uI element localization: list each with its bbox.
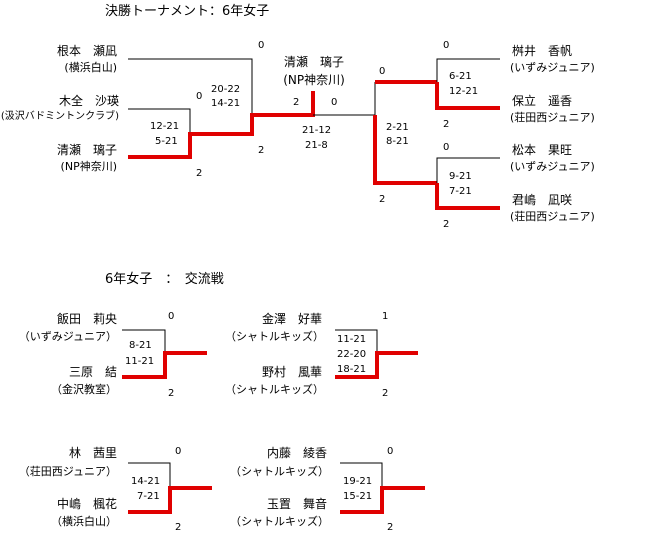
bracket-line: [128, 462, 171, 488]
match-score: 2: [382, 388, 389, 399]
player-club: （金沢教室）: [51, 383, 117, 396]
game-score: 8-21: [386, 136, 409, 147]
game-score: 19-21: [343, 476, 373, 487]
match-score: 2: [258, 145, 265, 156]
player-name: 君嶋 凪咲: [512, 193, 573, 207]
match-score: 2: [443, 219, 450, 230]
winner-line: [335, 351, 418, 379]
match-score: 2: [196, 168, 203, 179]
match-score: 2: [387, 522, 394, 533]
match-score: 2: [443, 119, 450, 130]
winner-line: [122, 351, 207, 379]
match-score: 1: [382, 311, 389, 322]
game-score: 5-21: [155, 136, 178, 147]
player-club: (NP神奈川): [60, 160, 117, 173]
game-score: 12-21: [150, 121, 180, 132]
bracket-line: [436, 58, 500, 82]
player-club: （いずみジュニア）: [18, 330, 117, 343]
game-score: 7-21: [449, 186, 472, 197]
game-score: 2-21: [386, 122, 409, 133]
bracket-line: [436, 157, 500, 183]
player-club: (汲沢バドミントンクラブ): [0, 111, 119, 122]
player-club: (いずみジュニア): [510, 160, 595, 173]
final-title: 決勝トーナメント：6年女子: [105, 4, 270, 19]
winner-line: [435, 183, 500, 210]
match-score: 0: [387, 446, 394, 457]
winner-line: [435, 82, 500, 110]
game-score: 15-21: [343, 491, 373, 502]
player-name: 根本 瀬凪: [56, 44, 117, 58]
winner-line: [340, 486, 425, 514]
game-score: 14-21: [211, 98, 241, 109]
player-name: 木全 沙瑛: [58, 94, 119, 108]
game-score: 11-21: [125, 356, 155, 367]
game-score: 14-21: [131, 476, 161, 487]
player-name: 松本 果旺: [512, 143, 573, 157]
match-score: 2: [293, 97, 300, 108]
game-score: 18-21: [337, 364, 367, 375]
match-score: 0: [443, 142, 450, 153]
game-score: 9-21: [449, 171, 472, 182]
player-name: 中嶋 楓花: [56, 497, 117, 511]
game-score: 22-20: [337, 349, 367, 360]
player-club: （荘田西ジュニア）: [18, 465, 117, 478]
player-name: 野村 風華: [261, 365, 322, 379]
player-name: 林 茜里: [68, 446, 117, 460]
player-name: 清瀬 璃子: [56, 143, 117, 157]
bracket-line: [128, 58, 253, 115]
player-club: （シャトルキッズ）: [225, 330, 324, 343]
player-club: (荘田西ジュニア): [510, 210, 595, 223]
match-score: 0: [175, 446, 182, 457]
exchange-title: 6年女子 ： 交流戦: [105, 272, 224, 287]
game-score: 12-21: [449, 86, 479, 97]
match-score: 2: [168, 388, 175, 399]
match-score: 0: [258, 40, 265, 51]
player-name: 保立 遥香: [512, 94, 573, 108]
match-score: 0: [168, 311, 175, 322]
player-club: (いずみジュニア): [510, 61, 595, 74]
player-name: 玉置 舞音: [266, 497, 327, 511]
bracket-line: [335, 329, 378, 353]
player-club: (荘田西ジュニア): [510, 111, 595, 124]
bracket-line: [340, 462, 383, 488]
player-name: 内藤 綾香: [266, 446, 327, 460]
game-score: 6-21: [449, 71, 472, 82]
game-score: 21-12: [302, 125, 332, 136]
champion-name: 清瀬 璃子: [283, 55, 345, 69]
winner-line: [128, 486, 212, 514]
match-score: 0: [196, 91, 203, 102]
player-club: （シャトルキッズ）: [225, 383, 324, 396]
match-score: 0: [379, 66, 386, 77]
game-score: 8-21: [129, 340, 152, 351]
game-score: 20-22: [211, 84, 241, 95]
bracket-line: [128, 108, 191, 134]
champion-club: (NP神奈川): [283, 73, 345, 87]
player-club: (横浜白山): [64, 61, 117, 74]
game-score: 7-21: [137, 491, 160, 502]
player-club: （横浜白山）: [51, 515, 117, 528]
match-score: 2: [175, 522, 182, 533]
player-club: （シャトルキッズ）: [230, 465, 329, 478]
player-club: （シャトルキッズ）: [230, 515, 329, 528]
player-name: 金澤 好華: [261, 312, 322, 326]
match-score: 0: [443, 40, 450, 51]
game-score: 21-8: [305, 140, 328, 151]
player-name: 飯田 莉央: [56, 312, 117, 326]
player-name: 三原 結: [68, 365, 117, 379]
match-score: 0: [331, 97, 338, 108]
bracket-line: [122, 329, 166, 353]
winner-line: [373, 115, 437, 185]
match-score: 2: [379, 194, 386, 205]
player-name: 桝井 香帆: [512, 44, 573, 58]
game-score: 11-21: [337, 334, 367, 345]
